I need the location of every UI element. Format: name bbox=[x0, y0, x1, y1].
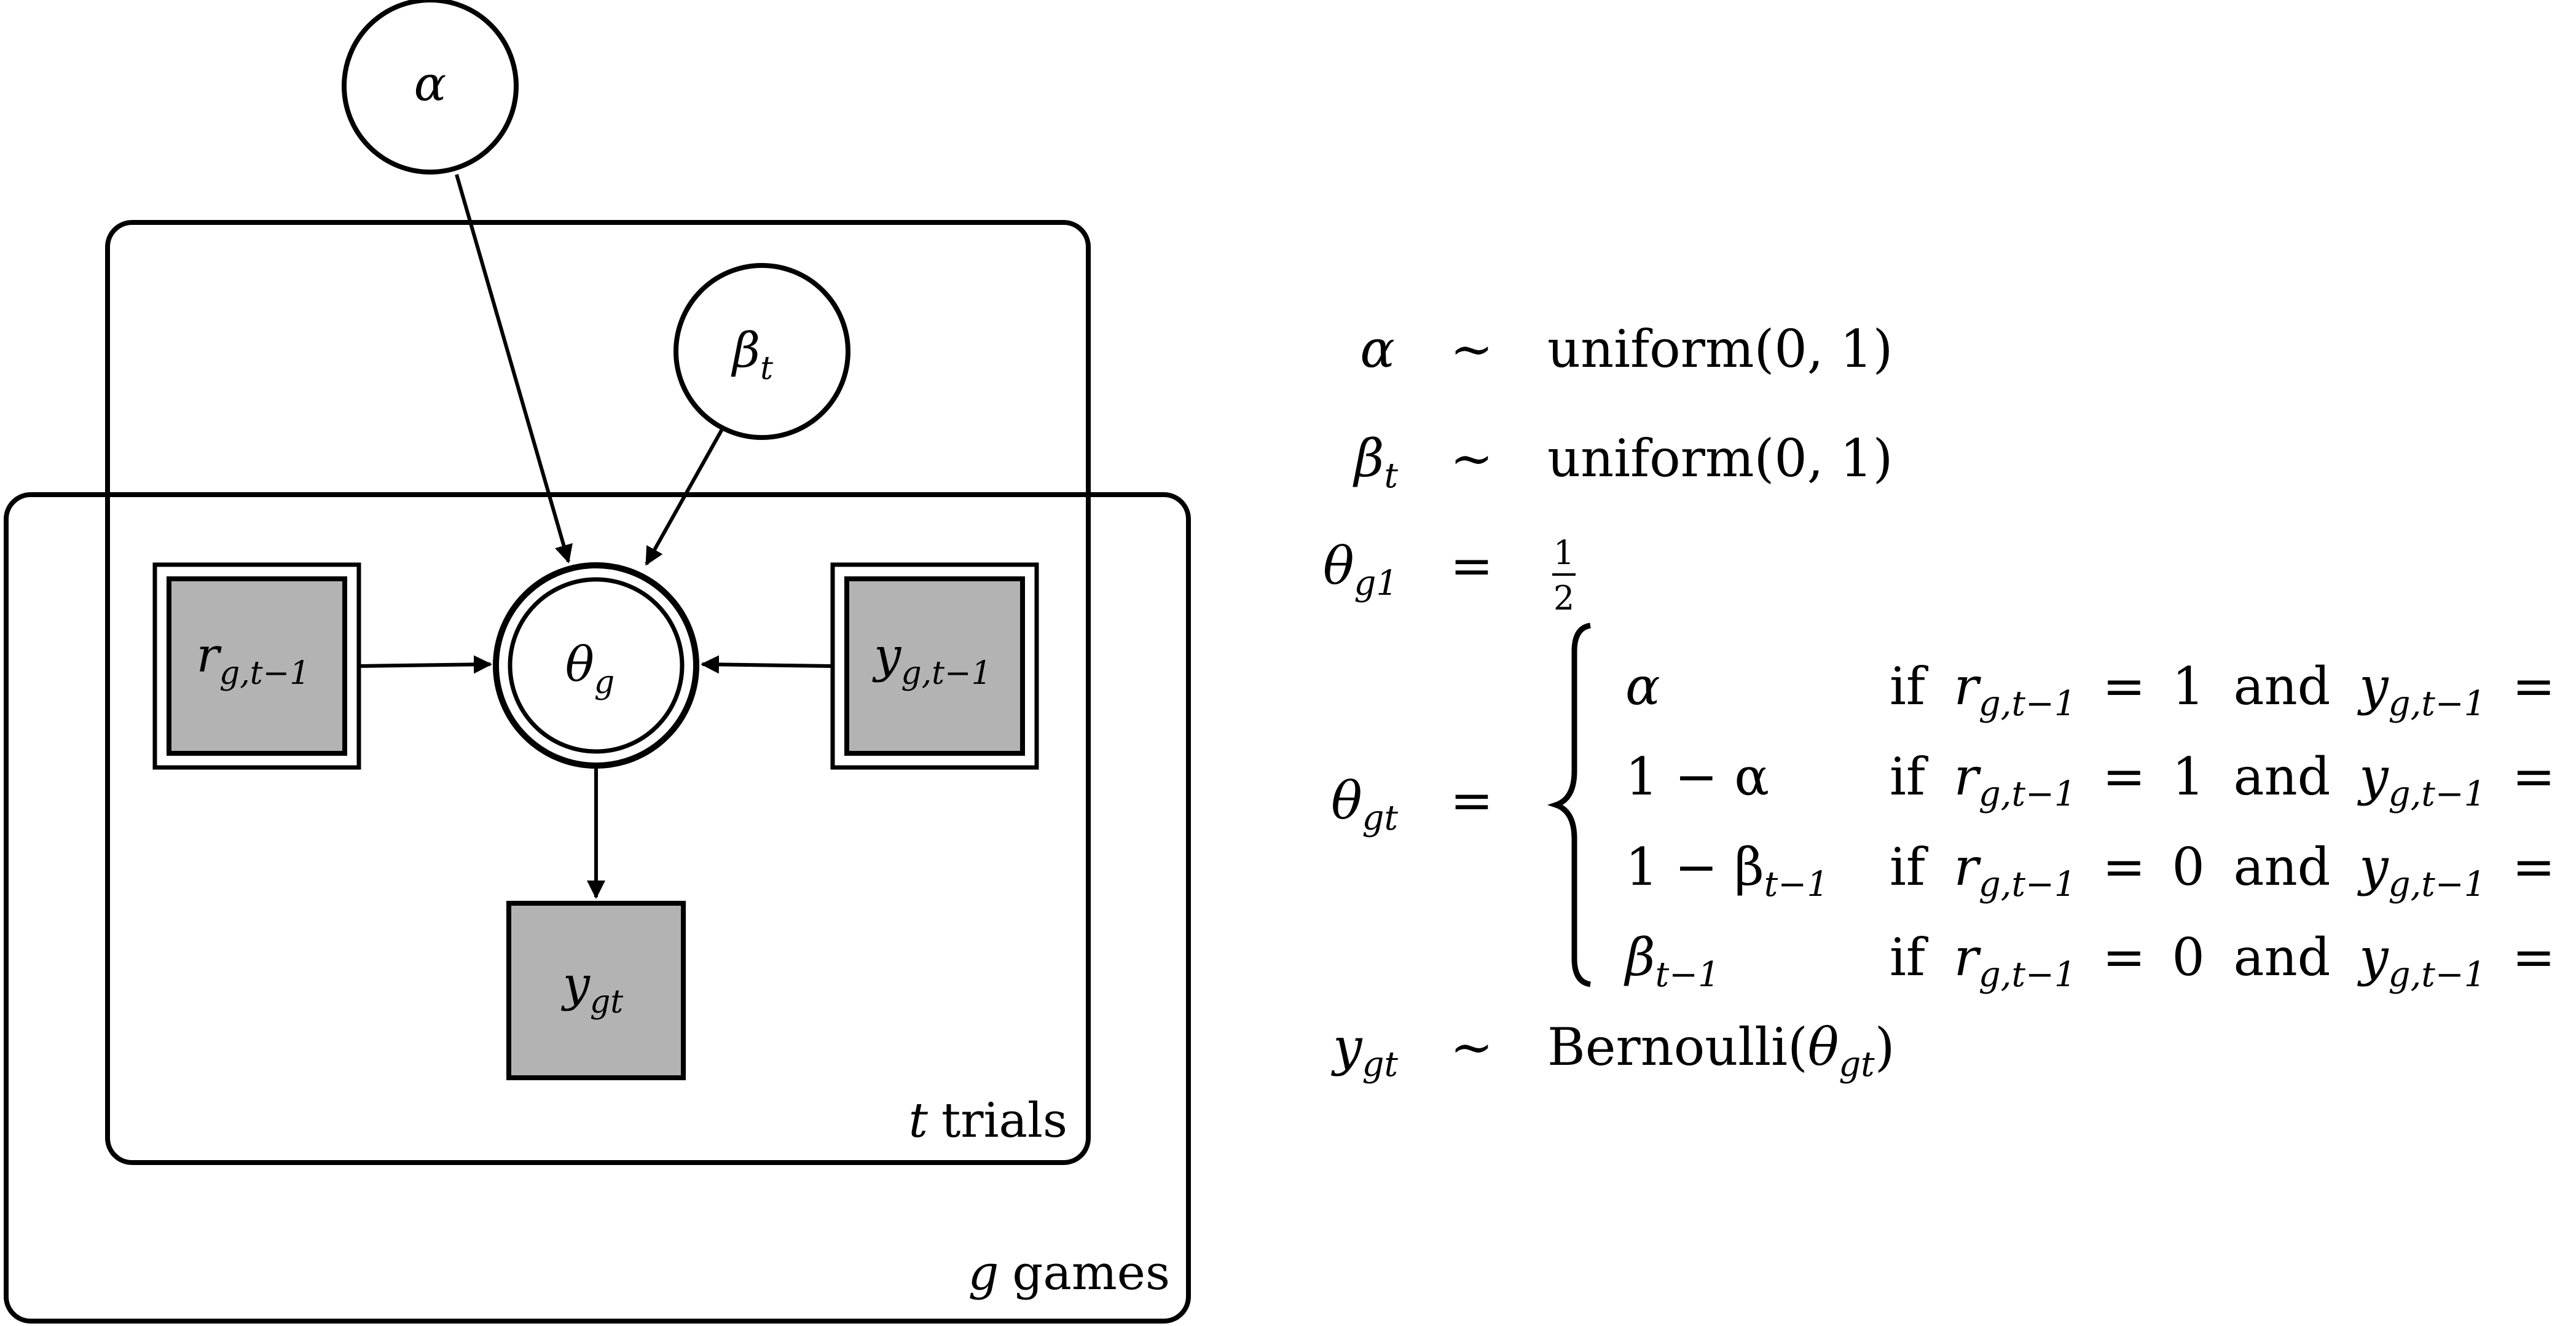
eq-y-gt-rel: ∼ bbox=[1450, 1017, 1493, 1077]
edge-rprev-theta bbox=[359, 655, 492, 674]
case-3-cond: if rg,t−1 = 0 and yg,t−1 = 1 bbox=[1890, 837, 2576, 908]
node-y-prev-label: yg,t−1 bbox=[872, 628, 991, 692]
node-y-cur: ygt bbox=[506, 901, 686, 1080]
eq-theta-gt-lhs: θgt bbox=[1331, 771, 1398, 838]
node-alpha: α bbox=[342, 0, 519, 175]
eq-beta-lhs: βt bbox=[1353, 428, 1399, 496]
case-row-3: 1 − βt−1 if rg,t−1 = 0 and yg,t−1 = 1 bbox=[1625, 837, 2576, 908]
case-3-value: 1 − βt−1 bbox=[1625, 837, 1829, 904]
node-alpha-label: α bbox=[414, 57, 447, 112]
eq-theta-g1-den: 2 bbox=[1553, 579, 1574, 618]
plate-games bbox=[4, 492, 1191, 1324]
eq-y-gt: ygt ∼ Bernoulli(θgt) bbox=[1330, 1017, 1895, 1085]
case-2-value: 1 − α bbox=[1625, 747, 1769, 807]
eq-alpha: α ∼ uniform(0, 1) bbox=[1360, 319, 1893, 379]
case-row-4: βt−1 if rg,t−1 = 0 and yg,t−1 = 0 bbox=[1624, 927, 2576, 998]
case-4-cond: if rg,t−1 = 0 and yg,t−1 = 0 bbox=[1890, 927, 2576, 998]
eq-alpha-rhs: uniform(0, 1) bbox=[1547, 319, 1893, 379]
case-4-value: βt−1 bbox=[1624, 927, 1720, 995]
case-1-value: α bbox=[1625, 656, 1660, 716]
eq-theta-g1-rel: = bbox=[1450, 536, 1493, 596]
node-beta-label: βt bbox=[731, 323, 773, 387]
eq-beta: βt ∼ uniform(0, 1) bbox=[1353, 428, 1893, 496]
eq-beta-rhs: uniform(0, 1) bbox=[1547, 428, 1893, 488]
node-r-prev: rg,t−1 bbox=[152, 562, 361, 770]
eq-y-gt-rhs: Bernoulli(θgt) bbox=[1547, 1017, 1895, 1085]
equations-block: α ∼ uniform(0, 1) βt ∼ uniform(0, 1) θg1… bbox=[1323, 319, 2576, 1085]
eq-theta-gt: θgt = α if rg,t−1 = 1 and yg,t−1 = 1 1 −… bbox=[1331, 622, 2576, 998]
edge-alpha-theta bbox=[455, 174, 573, 563]
node-y-prev: yg,t−1 bbox=[830, 562, 1039, 770]
node-theta-label: θg bbox=[565, 637, 615, 701]
node-r-prev-label: rg,t−1 bbox=[197, 628, 310, 692]
case-2-cond: if rg,t−1 = 1 and yg,t−1 = 0 bbox=[1890, 747, 2576, 818]
edge-beta-theta bbox=[645, 427, 724, 566]
case-1-cond: if rg,t−1 = 1 and yg,t−1 = 1 bbox=[1890, 656, 2576, 728]
eq-theta-g1-lhs: θg1 bbox=[1323, 536, 1398, 603]
edge-yprev-theta bbox=[701, 655, 831, 674]
case-row-1: α if rg,t−1 = 1 and yg,t−1 = 1 bbox=[1625, 656, 2576, 728]
eq-beta-rel: ∼ bbox=[1450, 428, 1493, 488]
eq-theta-gt-rel: = bbox=[1450, 771, 1493, 831]
eq-alpha-rel: ∼ bbox=[1450, 319, 1493, 379]
eq-theta-gt-brace bbox=[1547, 622, 1592, 987]
eq-y-gt-lhs: ygt bbox=[1330, 1017, 1398, 1085]
node-theta: θg bbox=[493, 562, 699, 769]
eq-theta-g1-num: 1 bbox=[1553, 533, 1574, 572]
node-y-cur-label: ygt bbox=[561, 957, 623, 1021]
eq-alpha-lhs: α bbox=[1360, 319, 1395, 379]
case-row-2: 1 − α if rg,t−1 = 1 and yg,t−1 = 0 bbox=[1625, 747, 2576, 818]
eq-theta-g1: θg1 = 1 2 bbox=[1323, 533, 1576, 618]
plate-trials bbox=[105, 220, 1091, 1165]
node-beta: βt bbox=[673, 263, 850, 440]
